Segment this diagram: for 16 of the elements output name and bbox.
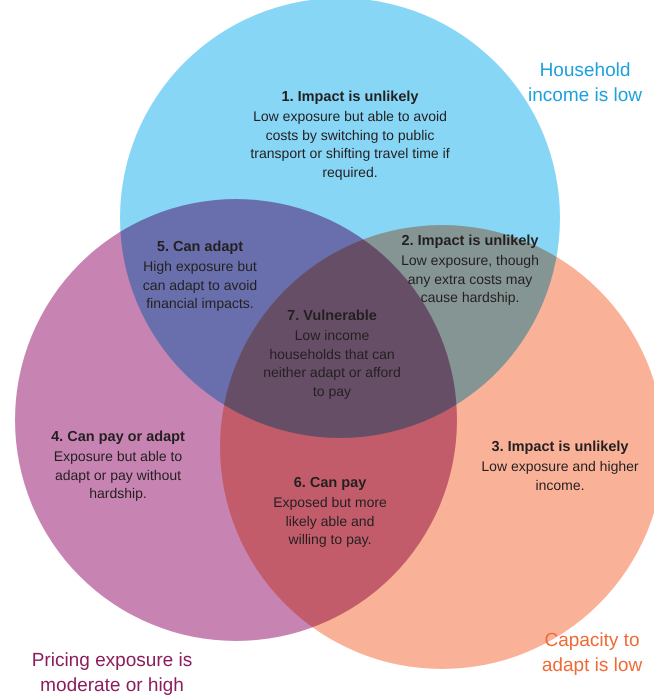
region-description: Exposure but able to adapt or pay without hardship.: [52, 447, 184, 502]
region-description: Exposed but more likely able and willing to pay.: [272, 493, 388, 548]
set-label: Capacity to adapt is low: [540, 629, 644, 678]
region-description: Low exposure, though any extra costs may cause hardship.: [400, 251, 540, 306]
set-label: Household income is low: [526, 59, 644, 108]
region-heading: 3. Impact is unlikely: [490, 438, 630, 457]
region-heading: 6. Can pay: [292, 474, 368, 493]
region-heading: 1. Impact is unlikely: [280, 88, 420, 107]
region-description: Low exposure and higher income.: [480, 457, 640, 494]
region-description: High exposure but can adapt to avoid financial impacts.: [142, 257, 258, 312]
region-heading: 7. Vulnerable: [286, 307, 378, 326]
region-heading: 5. Can adapt: [156, 238, 244, 257]
set-label: Pricing exposure is moderate or high: [30, 649, 194, 695]
region-description: Low exposure but able to avoid costs by switching to public transport or shifting travel time if required.: [249, 107, 451, 181]
region-description: Low income households that can neither adapt or afford to pay: [262, 326, 402, 400]
region-heading: 4. Can pay or adapt: [50, 428, 186, 447]
